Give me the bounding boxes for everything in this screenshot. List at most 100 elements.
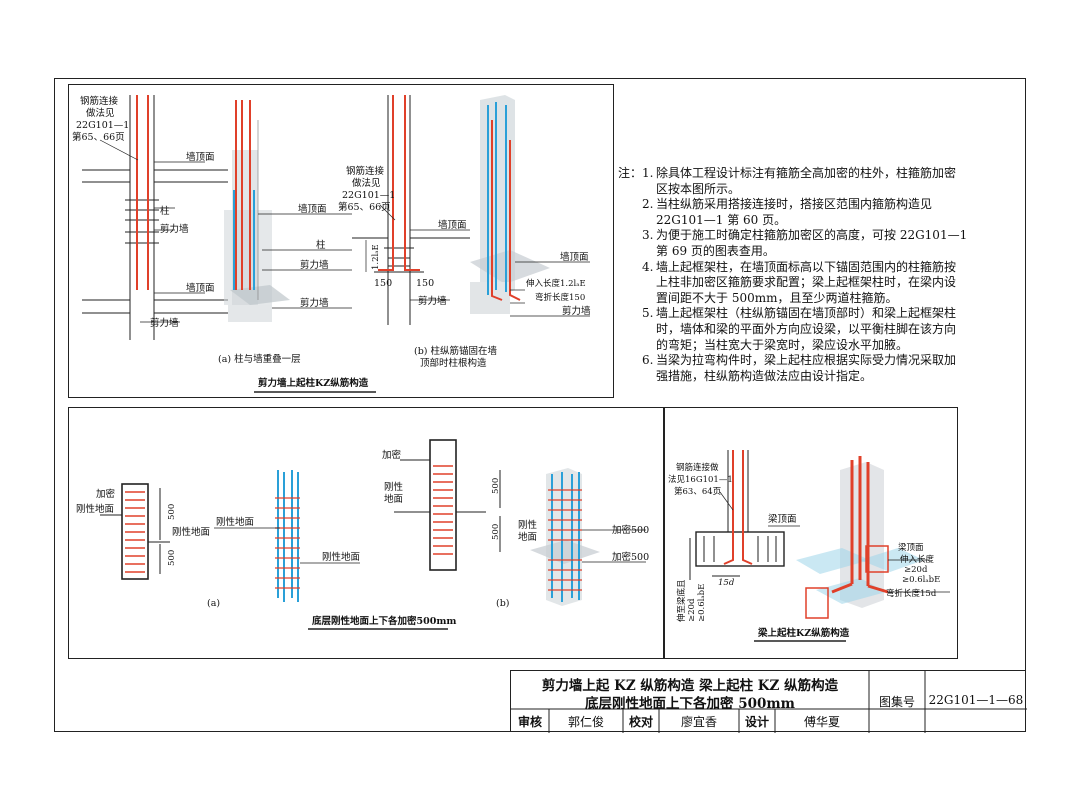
note-number: 6.	[642, 353, 654, 368]
note-line: 22G101—1 第 60 页。	[618, 213, 994, 229]
label-rigid-2b-l1: 刚性	[384, 481, 404, 493]
label-shear-wall-b: 剪力墙	[418, 295, 447, 307]
note-text: 22G101—1 第 60 页。	[656, 212, 787, 227]
dim-500-2b2: 500	[491, 524, 501, 540]
label-wall-top-a2: 墙顶面	[186, 282, 215, 294]
note-3-line3: 第63、64页	[674, 486, 721, 497]
note-line: 6.当梁为拉弯构件时，梁上起柱应根据实际受力情况采取加	[618, 353, 994, 369]
dim-500-2b1: 500	[491, 478, 501, 494]
label-embed-v1: ≥20d	[904, 565, 928, 575]
note-b-line1: 钢筋连接	[346, 165, 385, 177]
note-a-line1: 钢筋连接	[80, 95, 119, 107]
stirrups-2a	[125, 491, 145, 573]
label-shear-wall-a: 剪力墙	[160, 223, 189, 235]
atlas-label: 图集号	[878, 695, 915, 709]
label-wall-top-b3d: 墙顶面	[560, 251, 589, 263]
note-text: 第 69 页的图表查用。	[656, 243, 775, 258]
note-text: 为便于施工时确定柱箍筋加密区的高度，可按 22G101—1	[656, 228, 968, 243]
label-embed-len: 伸入长度1.2lₐE	[526, 278, 586, 289]
label-rigid-2a4: 刚性地面	[322, 551, 360, 563]
label-rigid-2b3d-l1: 刚性	[518, 519, 538, 531]
note-line: 注：1.除具体工程设计标注有箍筋全高加密的柱外，柱箍筋加密	[618, 166, 994, 182]
rebar-3-elev	[723, 450, 753, 565]
label-rigid-2a1: 刚性地面	[76, 503, 114, 515]
caption-sub-b1: (b) 柱纵筋锚固在墙	[414, 345, 498, 357]
dim-150-right: 150	[416, 278, 434, 289]
notes-block: 注：1.除具体工程设计标注有箍筋全高加密的柱外，柱箍筋加密区按本图所示。2.当柱…	[618, 166, 994, 384]
panel-rigid-ground	[68, 407, 664, 659]
note-text: 的弯矩；当柱宽大于梁宽时，梁应设水平加腋。	[656, 337, 909, 352]
label-dense-2a: 加密	[96, 488, 116, 500]
dim-500-2a2: 500	[167, 550, 177, 566]
label-wall-top-a1: 墙顶面	[186, 151, 215, 163]
note-line: 4.墙上起框架柱，在墙顶面标高以下锚固范围内的柱箍筋按	[618, 260, 994, 276]
leader-lines-b	[365, 204, 470, 301]
detail-a-elevation	[82, 95, 228, 340]
detail-2a-elevation	[100, 483, 170, 580]
note-text: 墙上起框架柱，在墙顶面标高以下锚固范围内的柱箍筋按	[656, 259, 957, 274]
detail-b-elevation	[352, 95, 470, 325]
note-b-line2: 做法见	[352, 177, 381, 189]
dim-12lae: 1.2lₐE	[371, 244, 381, 270]
leader-lines-a	[99, 139, 205, 323]
note-line: 置间距不大于 500mm，且至少两道柱箍筋。	[618, 291, 994, 307]
title-line1: 剪力墙上起 KZ 纵筋构造 梁上起柱 KZ 纵筋构造	[541, 678, 839, 694]
design-label: 设计	[744, 715, 769, 729]
check-name: 廖宜香	[680, 715, 717, 729]
label-bend-len: 弯折长度150	[535, 292, 585, 303]
note-a-line4: 第65、66页	[72, 131, 125, 143]
leader-lines-b3d	[510, 261, 590, 317]
caption-panel1: 剪力墙上起柱KZ纵筋构造	[258, 377, 369, 389]
review-label: 审核	[517, 715, 542, 729]
dim-150-left: 150	[374, 278, 392, 289]
leader-lines-3	[719, 491, 950, 593]
vert-dim-l1: 伸至梁底且	[676, 579, 687, 622]
rebar-b-left	[378, 95, 394, 271]
caption-2b: (b)	[496, 598, 510, 609]
vert-dim-l2: ≥20d	[687, 598, 697, 622]
title-block: 剪力墙上起 KZ 纵筋构造 梁上起柱 KZ 纵筋构造 底层刚性地面上下各加密 5…	[510, 670, 1027, 733]
note-line: 的弯矩；当柱宽大于梁宽时，梁应设水平加腋。	[618, 338, 994, 354]
label-dense500-1: 加密500	[612, 524, 649, 536]
note-b-line3: 22G101—1	[342, 190, 395, 201]
detail-2b-3d	[530, 468, 600, 606]
label-embed-v2: ≥0.6lₐbE	[902, 575, 940, 585]
label-shear-wall-b3d: 剪力墙	[562, 305, 591, 317]
panel-beam-column	[664, 407, 958, 659]
label-shear-wall-a3d: 剪力墙	[300, 259, 329, 271]
note-number: 2.	[642, 197, 654, 212]
label-dense-2b: 加密	[382, 449, 402, 461]
label-rigid-2a2: 刚性地面	[172, 526, 210, 538]
note-number: 5.	[642, 306, 654, 321]
caption-sub-b2: 顶部时柱根构造	[420, 357, 487, 369]
leader-lines-a3d	[258, 213, 352, 309]
note-a-line3: 22G101—1	[76, 120, 129, 131]
dim-500-2a1: 500	[167, 504, 177, 520]
note-line: 强措施，柱纵筋构造做法应由设计指定。	[618, 369, 994, 385]
note-3-line2: 法见16G101—1	[668, 474, 733, 485]
label-rigid-2a3: 刚性地面	[216, 516, 254, 528]
note-number: 1.	[642, 166, 654, 180]
note-text: 当柱纵筋采用搭接连接时，搭接区范围内箍筋构造见	[656, 197, 933, 212]
detail-3-elevation	[689, 450, 785, 580]
note-text: 墙上起框架柱（柱纵筋锚固在墙顶部时）和梁上起框架柱	[656, 306, 957, 321]
label-wall-top-a3d: 墙顶面	[298, 203, 327, 215]
drawing-sheet	[54, 78, 1026, 732]
note-text: 除具体工程设计标注有箍筋全高加密的柱外，柱箍筋加密	[656, 166, 957, 180]
detail-a-3d	[224, 100, 290, 322]
note-line: 3.为便于施工时确定柱箍筋加密区的高度，可按 22G101—1	[618, 228, 994, 244]
label-embed: 伸入长度	[900, 554, 935, 565]
note-text: 区按本图所示。	[656, 181, 741, 196]
caption-sub-a: (a) 柱与墙重叠一层	[218, 353, 301, 365]
label-shear-wall-a3d2: 剪力墙	[300, 297, 329, 309]
check-label: 校对	[628, 715, 653, 729]
note-line: 上柱非加密区箍筋要求配置；梁上起框架柱时，在梁内设	[618, 275, 994, 291]
label-bend-15d: 弯折长度15d	[886, 588, 937, 599]
caption-panel3: 梁上起柱KZ纵筋构造	[757, 627, 850, 639]
title-block-grid	[511, 671, 1027, 733]
detail-2b-elevation	[394, 439, 501, 571]
leader-lines-2a	[214, 527, 360, 564]
detail-b-3d	[470, 95, 550, 314]
